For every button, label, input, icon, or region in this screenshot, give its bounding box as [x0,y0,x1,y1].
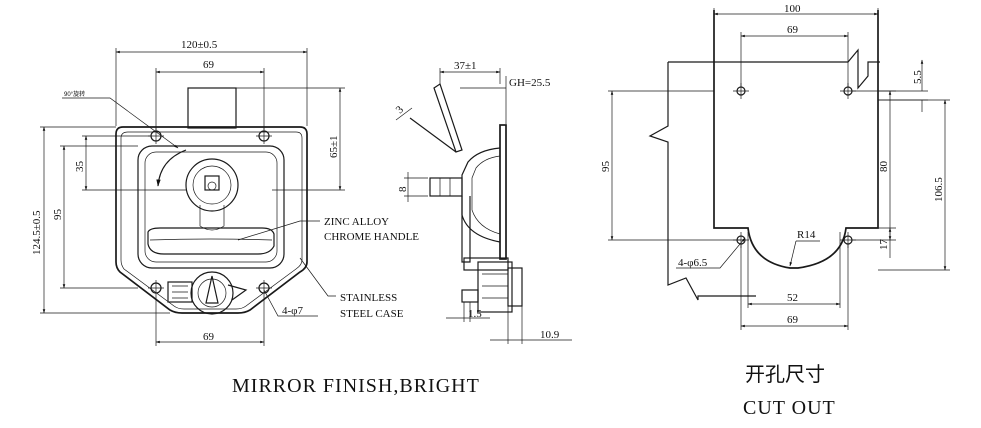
dim-cut-left: 95 [600,161,612,173]
side-lock-cam [463,257,509,271]
key-lock-inner [197,278,227,308]
label-case-line2: STEEL CASE [340,308,404,320]
mounting-holes [148,128,272,296]
side-lock-body [477,261,513,313]
rotation-arrow [156,149,187,187]
caption-cutout-cn: 开孔尺寸 [745,363,825,386]
recess-outer [137,145,285,269]
lock-latch [227,284,248,301]
label-case-line1: STAINLESS [340,292,397,304]
dim-bottom-text: 69 [203,331,215,343]
cutout-holes [733,83,856,248]
lock-inner-circle [192,165,232,205]
stainless-case-outline [115,126,308,314]
dim-cut-top-offset: 5.5 [912,70,924,84]
dim-cut-holes-top: 69 [787,24,799,36]
dim-side-gh: GH=25.5 [509,77,551,89]
panel-left-edge [648,62,756,301]
side-body-profile [461,147,501,243]
label-handle-line1: ZINC ALLOY [324,216,389,228]
dim-cut-bottom-offset: 17 [878,239,890,251]
case-inner-edge [120,131,303,310]
label-handle-line2: CHROME HANDLE [324,231,419,243]
dim-right-text: 65±1 [328,135,340,158]
side-handle-tilt [409,117,457,153]
lock-pin [207,181,217,191]
lock-square [204,175,220,191]
rotation-lock-circle [185,158,239,212]
dim-width-text: 120±0.5 [181,39,218,51]
cutout-outline [713,10,879,269]
caption-mirror-finish: MIRROR FINISH,BRIGHT [232,375,480,397]
dim-side-bottom-right: 10.9 [540,329,560,341]
dim-cut-radius: R14 [797,229,816,241]
dim-side-top: 37±1 [454,60,477,72]
caption-cutout-en: CUT OUT [743,397,836,419]
side-lock-tab [461,289,479,303]
handle-stem [187,87,237,129]
dim-side-bottom-left: 1.5 [468,308,482,320]
dim-side-angle: 3 [394,103,407,116]
lock-cam [167,281,193,303]
rotate-note: 90°旋转 [64,90,85,98]
key-lock-outer [190,271,234,315]
handle-paddle [147,227,275,255]
label-holes: 4-φ7 [282,305,304,317]
dim-cut-slot: 52 [787,292,798,304]
handle-neck [199,205,225,231]
side-lock-face [507,267,523,307]
side-view: 37±1 GH=25.5 3 8 1.5 10.9 [394,60,572,344]
dim-cut-outer: 100 [784,3,801,15]
dim-handle-top-text: 69 [203,59,215,71]
side-handle-arm [433,83,463,153]
key-slot [205,275,219,304]
dim-inner-text: 95 [52,209,64,221]
dim-side-shaft: 8 [397,186,409,192]
dim-cut-right: 106.5 [933,177,945,202]
recess-inner [144,151,278,263]
label-cut-holes: 4-φ6.5 [678,257,708,269]
dim-cut-inner: 80 [878,161,890,173]
dim-cut-holes-bottom: 69 [787,314,799,326]
handle-highlight [149,238,273,241]
side-shaft [429,177,463,197]
cutout-view: 100 69 52 69 95 80 106.5 5.5 17 R1 [600,3,950,419]
dim-left-text: 35 [74,161,86,173]
side-flange [499,124,507,260]
front-view: 120±0.5 69 69 124.5±0.5 95 35 65±1 90°旋转… [31,39,480,397]
dim-height-text: 124.5±0.5 [31,210,43,255]
